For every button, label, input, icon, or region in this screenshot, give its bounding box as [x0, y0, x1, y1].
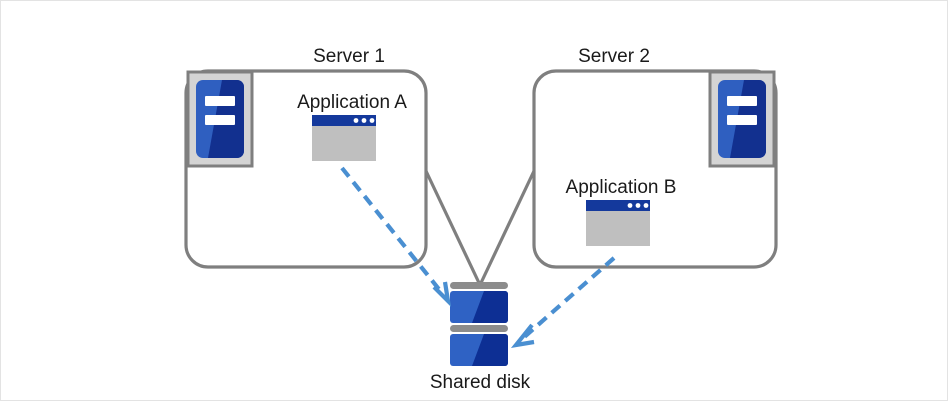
server1-icon-group: [186, 70, 254, 168]
app-a-label: Application A: [297, 92, 407, 113]
app-a-to-disk-arrowhead: [432, 281, 452, 308]
shared-disk-label: Shared disk: [430, 372, 531, 393]
app-a-to-disk-arrow: [340, 166, 452, 308]
app-b-window-group[interactable]: [586, 200, 650, 246]
app-b-to-disk-arrow-line: [520, 256, 616, 341]
server2-disk-connector: [478, 170, 536, 286]
server-rack-icon-bar-top: [205, 96, 235, 106]
server-rack-icon-bar-top: [727, 96, 757, 106]
server2-label: Server 2: [578, 46, 650, 67]
server1-disk-connector: [424, 170, 482, 286]
shared-disk-bar-upper: [450, 282, 508, 289]
application-window-icon-dot: [627, 203, 633, 208]
application-window-icon-dot: [643, 203, 649, 208]
application-window-icon-titlebar: [586, 200, 650, 211]
app-b-label: Application B: [566, 177, 677, 198]
application-window-icon-titlebar: [312, 115, 376, 126]
shared-disk-icon[interactable]: [450, 282, 508, 366]
app-b-to-disk-arrow: [510, 256, 616, 348]
server-rack-icon-bar-bottom: [727, 115, 757, 125]
application-window-icon-dot: [369, 118, 375, 123]
shared-disk-block-lower-dark: [472, 334, 508, 366]
shared-disk-block-upper-dark: [472, 291, 508, 323]
server2-icon-group: [708, 70, 776, 168]
server1-label: Server 1: [313, 46, 385, 67]
shared-disk-bar-lower: [450, 325, 508, 332]
app-a-window-group[interactable]: [312, 115, 376, 161]
application-window-icon-dot: [353, 118, 359, 123]
server-rack-icon-bar-bottom: [205, 115, 235, 125]
app-b-to-disk-arrowhead: [510, 323, 535, 348]
application-window-icon-dot: [361, 118, 367, 123]
application-window-icon-dot: [635, 203, 641, 208]
connector-group: [424, 170, 536, 286]
app-a-to-disk-arrow-line: [340, 166, 444, 295]
